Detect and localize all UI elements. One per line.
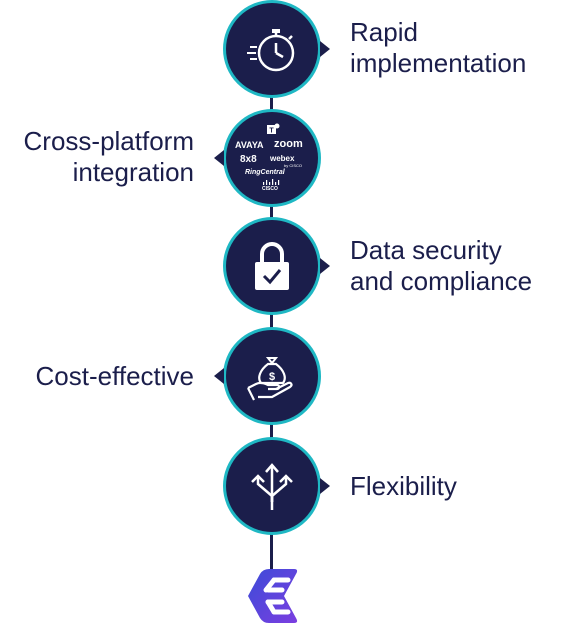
brand-logo-icon — [248, 569, 298, 623]
cisco-logo: CISCO — [262, 186, 278, 192]
avaya-logo: AVAYA — [235, 140, 264, 150]
platform-logos: T AVAYA zoom 8x8 webex by CISCO RingCent… — [226, 112, 318, 204]
stopwatch-node — [226, 3, 318, 95]
pointer-arrow-left — [214, 368, 224, 384]
pointer-arrow-right — [320, 41, 330, 57]
teams-icon: T — [267, 123, 280, 135]
padlock-node — [226, 220, 318, 312]
pointer-arrow-right — [320, 258, 330, 274]
padlock-check-icon — [255, 242, 289, 290]
platform-logos-node: T AVAYA zoom 8x8 webex by CISCO RingCent… — [226, 112, 318, 204]
svg-text:T: T — [269, 128, 274, 135]
step-label-rapid-implementation: Rapid implementation — [350, 17, 527, 78]
timeline-spine — [270, 40, 273, 600]
step-label-cost-effective: Cost-effective — [35, 361, 194, 391]
money-bag-node: $ — [226, 330, 318, 422]
zoom-logo: zoom — [274, 138, 303, 150]
step-label-flexibility: Flexibility — [350, 471, 457, 501]
money-bag-hand-icon: $ — [247, 357, 293, 401]
step-label-data-security: Data security and compliance — [350, 235, 533, 296]
cisco-bars-icon — [263, 179, 280, 185]
step-label-cross-platform: Cross-platform integration — [23, 126, 194, 187]
ringcentral-logo: RingCentral — [245, 169, 285, 176]
pointer-arrow-right — [320, 478, 330, 494]
8x8-logo: 8x8 — [240, 154, 257, 165]
split-arrows-icon — [251, 463, 293, 510]
webex-logo: webex — [270, 154, 295, 163]
svg-text:$: $ — [269, 371, 275, 383]
webex-sub-logo: by CISCO — [284, 163, 303, 168]
split-arrows-node — [226, 440, 318, 532]
pointer-arrow-left — [214, 150, 224, 166]
stopwatch-icon — [247, 29, 295, 72]
